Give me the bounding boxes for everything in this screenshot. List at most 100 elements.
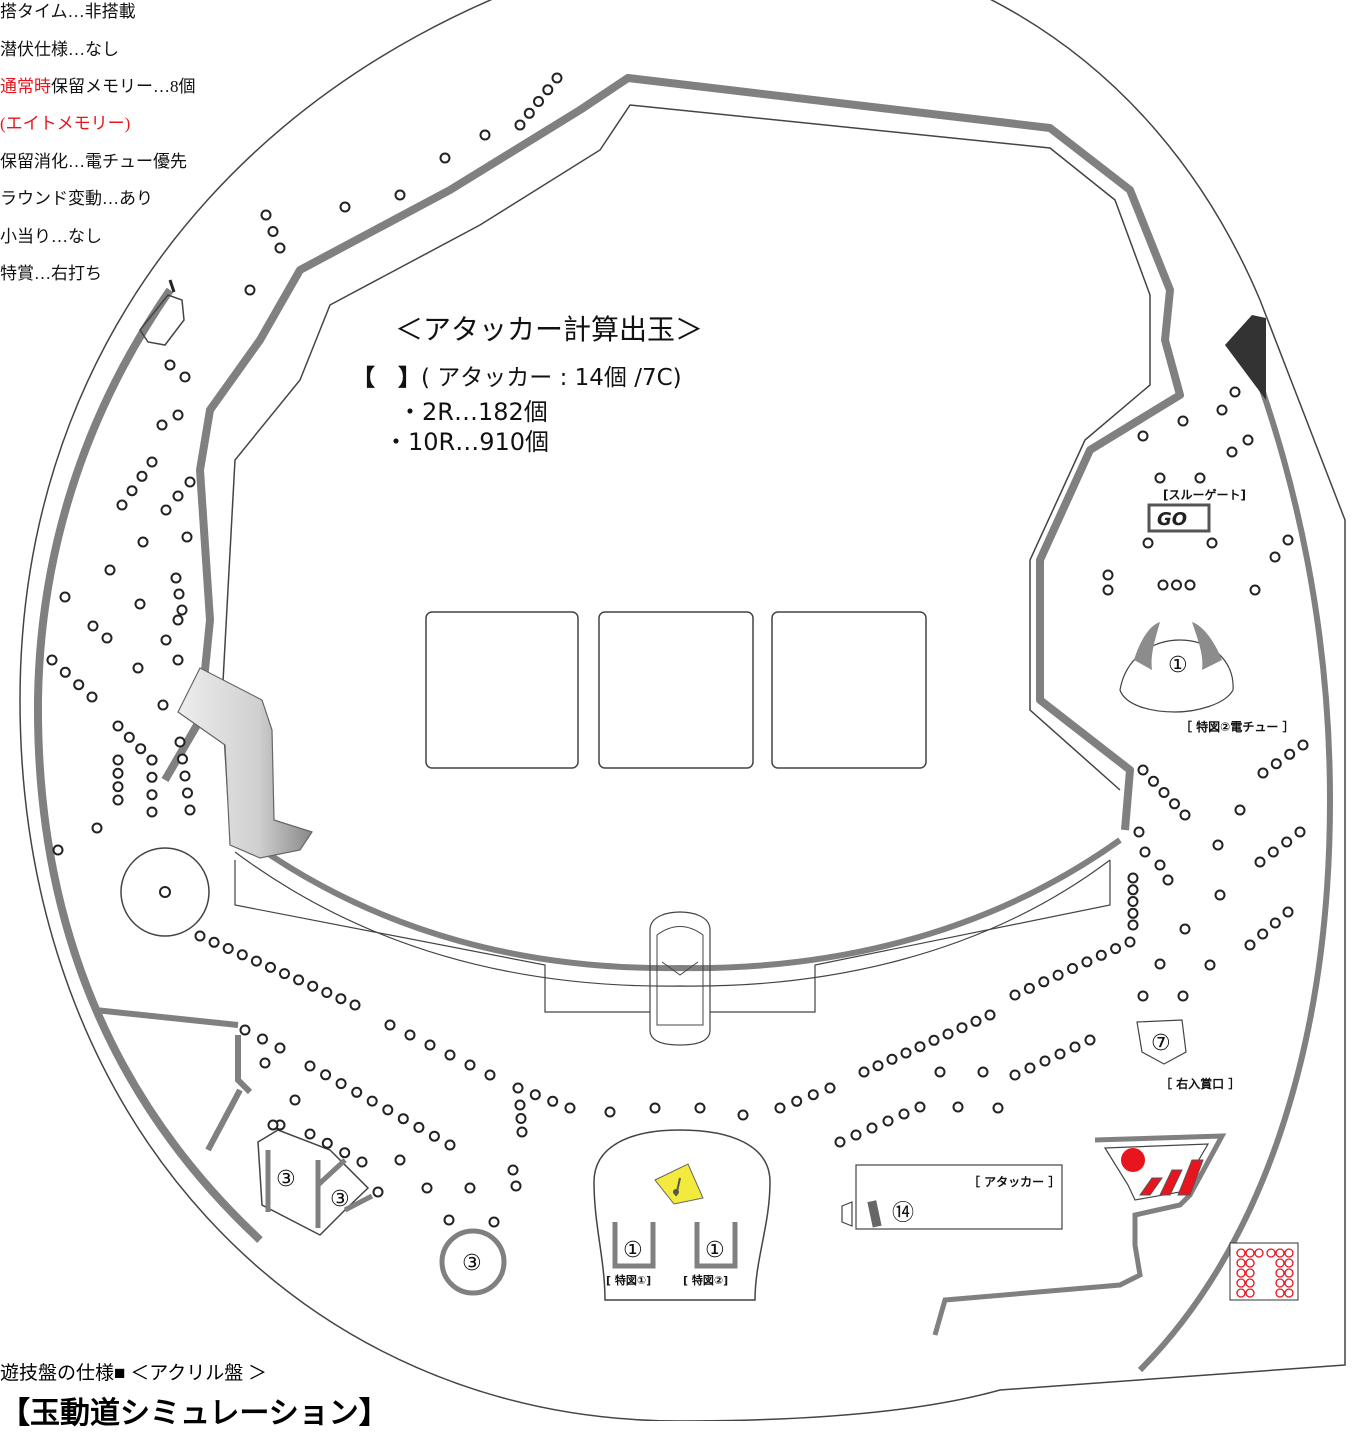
pocket-one-tokuzu2: ① — [705, 1238, 725, 1263]
lamp-bar-2 — [1159, 1169, 1183, 1196]
center-frame-outer — [161, 74, 1184, 831]
nail — [1127, 884, 1139, 896]
lamp-bar-3 — [1177, 1159, 1204, 1196]
nail — [59, 591, 71, 603]
nail — [1009, 989, 1021, 1001]
nail — [1067, 963, 1078, 974]
nail — [1054, 1048, 1066, 1060]
nail — [208, 936, 220, 948]
nail — [87, 620, 99, 632]
calc-detail: 【 】( アタッカー : 14個 /7C) — [352, 358, 682, 392]
nail — [1148, 775, 1159, 787]
reel-center — [598, 611, 754, 769]
spec-koatari: 小当り…なし — [0, 227, 102, 246]
nail — [1154, 958, 1166, 970]
pocket-seven: ⑦ — [1151, 1031, 1171, 1056]
nail — [1009, 1069, 1021, 1081]
nail — [304, 1060, 316, 1072]
nail — [510, 1180, 522, 1192]
through-gate-label: [スルーゲート] — [1163, 488, 1246, 502]
nail — [1171, 579, 1182, 591]
nail — [339, 1147, 351, 1159]
nail — [444, 1139, 456, 1151]
nail — [1179, 923, 1191, 935]
nail — [384, 1019, 396, 1031]
pocket-three-b: ③ — [330, 1187, 350, 1212]
nail — [1039, 1055, 1051, 1067]
top-left-outlet — [139, 294, 185, 346]
nail — [1216, 404, 1228, 416]
nail — [1267, 846, 1279, 858]
nail — [791, 1095, 803, 1107]
attacker-gate — [867, 1200, 882, 1228]
nail — [649, 1102, 661, 1114]
nail — [1282, 906, 1294, 918]
nail — [547, 1095, 559, 1107]
fan-hub — [673, 1189, 679, 1195]
lamp-bar-1 — [1139, 1177, 1163, 1196]
nail — [1052, 969, 1064, 981]
denchu-label: ［ 特図②電チュー ］ — [1180, 720, 1295, 734]
nail — [339, 201, 351, 213]
nail — [146, 789, 158, 801]
nail — [479, 129, 491, 141]
nail — [126, 485, 138, 497]
spec-hold-order: 保留消化…電チュー優先 — [0, 152, 187, 171]
spec-senpuku: 潜伏仕様…なし — [0, 40, 119, 59]
nail — [1206, 537, 1218, 549]
nail — [604, 1106, 616, 1118]
nail — [1081, 956, 1093, 968]
nail — [1284, 748, 1296, 760]
nail — [382, 1104, 394, 1116]
nail — [464, 1059, 476, 1071]
nail — [274, 242, 286, 254]
pocket-one-tokuzu1: ① — [623, 1238, 643, 1263]
nail — [1204, 959, 1216, 971]
nail — [1154, 472, 1166, 484]
nail — [172, 409, 184, 421]
calc-10r: ・10R…910個 — [384, 428, 550, 456]
nail — [484, 1069, 496, 1081]
nail — [1242, 434, 1254, 446]
nail — [172, 490, 184, 502]
nail — [279, 968, 290, 980]
nail — [807, 1089, 819, 1101]
nail — [1157, 579, 1169, 591]
reel-left — [425, 611, 579, 769]
nail — [413, 1121, 425, 1133]
nail — [824, 1082, 836, 1094]
nail — [1169, 798, 1180, 810]
spec-hold-rest: 保留メモリー…8個 — [51, 77, 196, 96]
spec-hold-memory: 通常時保留メモリー…8個 — [0, 77, 196, 97]
footer-spec: 遊技盤の仕様■ ＜アクリル盤 ＞ — [0, 1363, 268, 1384]
nail — [1257, 928, 1269, 940]
nail — [184, 804, 196, 816]
nail — [335, 1078, 347, 1090]
nail — [737, 1109, 749, 1121]
attacker-label: ［ アタッカー ］ — [968, 1175, 1061, 1189]
nail — [112, 767, 124, 779]
nail — [533, 96, 544, 107]
spec-eight-memory: (エイトメモリー) — [0, 114, 131, 133]
nail — [850, 1129, 862, 1141]
nail — [289, 1094, 301, 1106]
nail — [898, 1108, 910, 1120]
nail — [176, 604, 188, 616]
nail — [349, 999, 361, 1011]
nail — [942, 1028, 954, 1040]
nail — [174, 736, 186, 748]
nail — [694, 1102, 706, 1114]
nail — [439, 152, 451, 164]
nail — [952, 1101, 964, 1113]
denchu-wing-right — [1192, 622, 1222, 670]
nail — [1023, 982, 1035, 994]
nail — [112, 754, 124, 766]
right-drain-rail — [932, 1133, 1227, 1336]
nail — [529, 1089, 541, 1101]
nail — [542, 84, 554, 96]
nail — [257, 1033, 268, 1045]
dot-panel-dots — [1236, 1248, 1294, 1298]
nail — [1127, 919, 1139, 931]
nail — [444, 1049, 456, 1061]
nail — [488, 1216, 500, 1228]
